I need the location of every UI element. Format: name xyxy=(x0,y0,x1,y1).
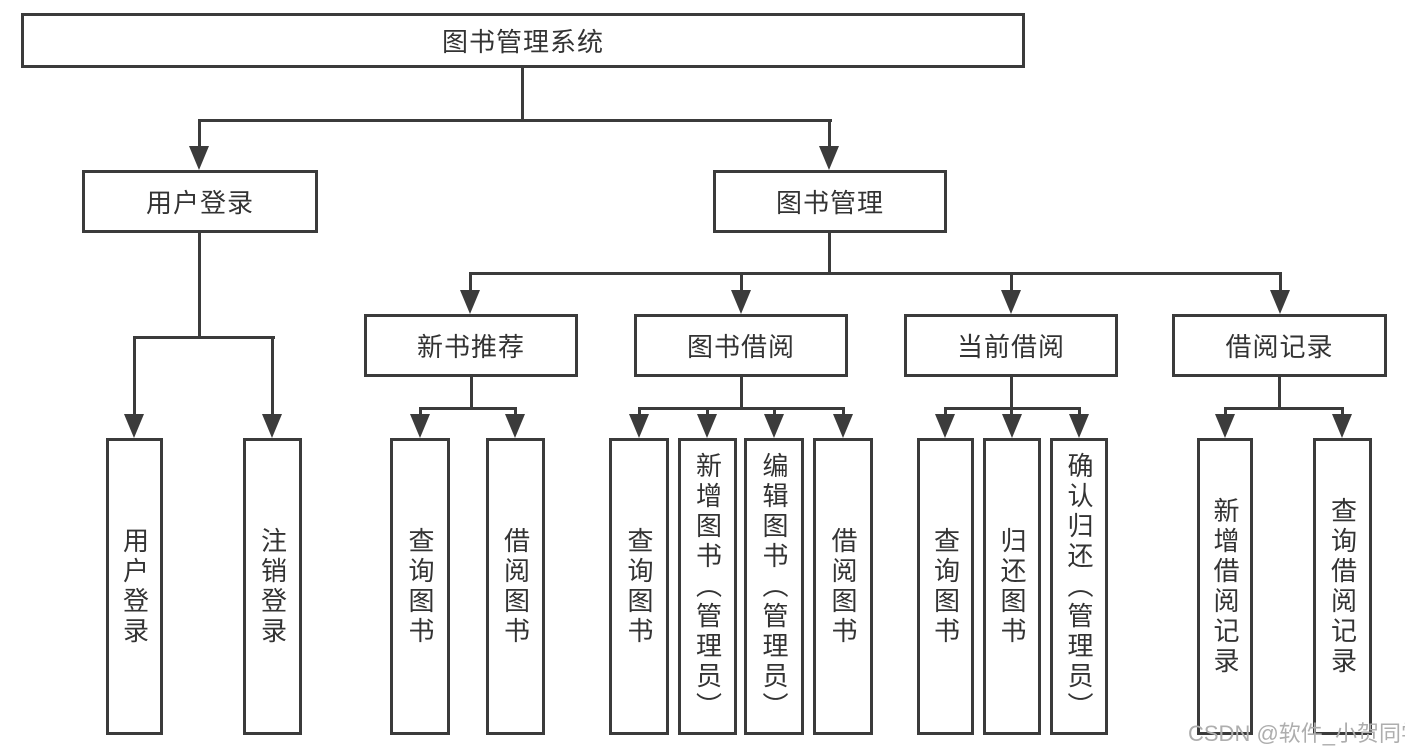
connector-root-stem xyxy=(521,68,524,122)
leaf-label: 编辑图书（管理员） xyxy=(759,451,789,722)
connector-drop xyxy=(638,407,641,418)
leaf-logout-login: 注销登录 xyxy=(243,438,302,735)
connector-root-branch xyxy=(198,119,832,122)
leaf-label: 查询图书 xyxy=(930,526,961,647)
arrowhead-borrow-record xyxy=(1270,290,1290,314)
leaf-query-book-2: 查询图书 xyxy=(609,438,669,735)
connector-drop-new-book xyxy=(469,272,472,294)
leaf-label: 新增图书（管理员） xyxy=(692,451,723,722)
leaf-label: 新增借阅记录 xyxy=(1210,496,1240,677)
leaf-borrow-book-2: 借阅图书 xyxy=(813,438,873,735)
leaf-label: 注销登录 xyxy=(257,526,288,647)
arrowhead-user-login xyxy=(189,146,209,170)
connector-book-management-stem xyxy=(828,233,831,274)
leaf-edit-book-admin: 编辑图书（管理员） xyxy=(744,438,804,735)
arrowhead-book-management xyxy=(819,146,839,170)
leaf-label: 借阅图书 xyxy=(500,526,531,647)
leaf-query-book-3: 查询图书 xyxy=(917,438,974,735)
leaf-query-book-1: 查询图书 xyxy=(390,438,450,735)
leaf-label: 确认归还（管理员） xyxy=(1064,451,1094,722)
connector-drop xyxy=(773,407,776,418)
connector-borrow-record-stem xyxy=(1278,377,1281,409)
arrowhead xyxy=(935,414,955,438)
connector-drop-user-login xyxy=(198,119,201,148)
leaf-query-borrow-record: 查询借阅记录 xyxy=(1313,438,1372,735)
connector-book-borrow-stem xyxy=(740,377,743,409)
connector-book-borrow-branch xyxy=(638,407,845,410)
connector-drop xyxy=(1010,407,1013,418)
leaf-borrow-book-1: 借阅图书 xyxy=(486,438,545,735)
node-book-borrow: 图书借阅 xyxy=(634,314,848,377)
connector-drop-borrow-record xyxy=(1279,272,1282,294)
arrowhead xyxy=(1002,414,1022,438)
leaf-add-borrow-record: 新增借阅记录 xyxy=(1197,438,1253,735)
connector-drop xyxy=(842,407,845,418)
leaf-label: 借阅图书 xyxy=(828,526,858,647)
connector-current-borrow-stem xyxy=(1010,377,1013,409)
connector-new-book-stem xyxy=(470,377,473,409)
node-user-login: 用户登录 xyxy=(82,170,318,233)
connector-drop xyxy=(1078,407,1081,418)
arrowhead xyxy=(629,414,649,438)
node-book-management: 图书管理 xyxy=(713,170,947,233)
connector-drop-book-borrow xyxy=(740,272,743,294)
connector-drop xyxy=(1224,407,1227,418)
leaf-label: 查询图书 xyxy=(405,526,435,647)
leaf-return-book: 归还图书 xyxy=(983,438,1041,735)
leaf-label: 用户登录 xyxy=(119,526,150,647)
leaf-add-book-admin: 新增图书（管理员） xyxy=(678,438,737,735)
leaf-label: 归还图书 xyxy=(997,526,1027,647)
connector-drop xyxy=(706,407,709,418)
node-borrow-record: 借阅记录 xyxy=(1172,314,1387,377)
arrowhead xyxy=(410,414,430,438)
connector-drop xyxy=(944,407,947,418)
arrowhead-new-book xyxy=(460,290,480,314)
connector-new-book-branch xyxy=(419,407,517,410)
leaf-label: 查询借阅记录 xyxy=(1327,496,1358,677)
connector-drop xyxy=(514,407,517,418)
connector-drop-book-management xyxy=(828,119,831,148)
arrowhead-leaf-logout xyxy=(262,414,282,438)
connector-drop-leaf-user-login xyxy=(133,336,136,416)
arrowhead-current-borrow xyxy=(1001,290,1021,314)
leaf-user-login: 用户登录 xyxy=(106,438,163,735)
arrowhead xyxy=(697,414,717,438)
arrowhead xyxy=(1215,414,1235,438)
arrowhead xyxy=(1069,414,1089,438)
connector-drop-leaf-logout xyxy=(271,336,274,416)
connector-user-login-branch xyxy=(133,336,275,339)
connector-borrow-record-branch xyxy=(1224,407,1344,410)
leaf-label: 查询图书 xyxy=(624,526,654,647)
arrowhead xyxy=(833,414,853,438)
arrowhead xyxy=(505,414,525,438)
connector-drop-current-borrow xyxy=(1010,272,1013,294)
connector-user-login-stem xyxy=(198,233,201,339)
connector-book-management-branch xyxy=(469,272,1282,275)
connector-drop xyxy=(419,407,422,418)
node-new-book-recommend: 新书推荐 xyxy=(364,314,578,377)
node-root: 图书管理系统 xyxy=(21,13,1025,68)
arrowhead xyxy=(1332,414,1352,438)
arrowhead xyxy=(764,414,784,438)
arrowhead-leaf-user-login xyxy=(124,414,144,438)
node-current-borrow: 当前借阅 xyxy=(904,314,1118,377)
connector-drop xyxy=(1341,407,1344,418)
csdn-watermark: CSDN @软件_小贺同学 xyxy=(1188,721,1405,746)
leaf-confirm-return-admin: 确认归还（管理员） xyxy=(1050,438,1108,735)
arrowhead-book-borrow xyxy=(731,290,751,314)
